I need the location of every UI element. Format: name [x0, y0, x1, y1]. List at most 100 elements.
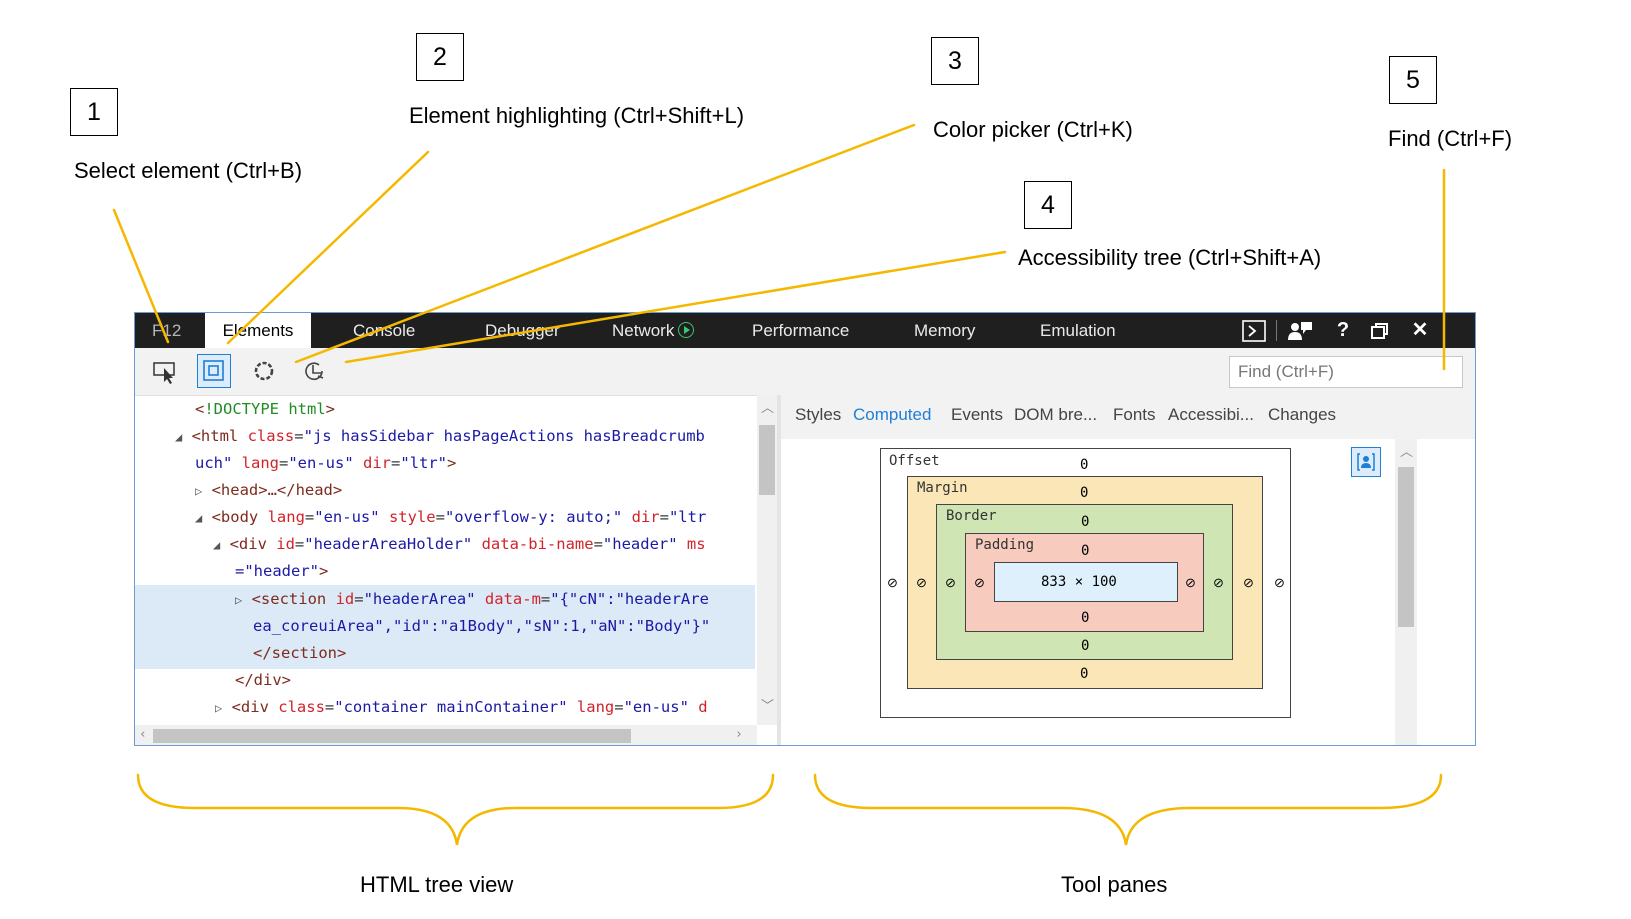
box-model-margin-right: ⊘ — [1243, 575, 1254, 590]
box-model-margin-left: ⊘ — [916, 575, 927, 590]
box-model-border-right: ⊘ — [1213, 575, 1224, 590]
color-picker-icon[interactable] — [247, 354, 281, 388]
box-model-offset-right: ⊘ — [1274, 575, 1285, 590]
pane-vertical-scrollbar[interactable]: ︿ — [1395, 439, 1417, 745]
tree-vertical-scrollbar[interactable]: ︿ ﹀ — [757, 395, 777, 725]
feedback-icon[interactable] — [1285, 313, 1315, 348]
collapsed-triangle-icon: ▷ — [195, 484, 203, 498]
expanded-triangle-icon: ◢ — [195, 511, 203, 525]
f12-label: F12 — [152, 321, 182, 340]
tree-line-html-cont[interactable]: uch" lang="en-us" dir="ltr"> — [195, 454, 457, 472]
box-model-padding-right: ⊘ — [1185, 575, 1196, 590]
scroll-left-arrow-icon[interactable]: ‹ — [139, 727, 147, 742]
collapsed-triangle-icon: ▷ — [235, 593, 243, 607]
console-prompt-icon[interactable] — [1239, 313, 1269, 348]
selected-node-highlight — [135, 585, 755, 669]
pane-splitter[interactable] — [777, 395, 781, 745]
callout-number-4: 4 — [1024, 181, 1072, 229]
box-model-padding-bottom: 0 — [1081, 610, 1090, 626]
box-model-border-left: ⊘ — [945, 575, 956, 590]
accessibility-view-icon[interactable] — [1351, 447, 1381, 477]
expanded-triangle-icon: ◢ — [213, 538, 221, 552]
box-model-padding-label: Padding — [975, 537, 1035, 553]
pane-tab-bar: Styles Computed Events DOM bre... Fonts … — [781, 395, 1475, 439]
tab-emulation[interactable]: Emulation — [1040, 321, 1116, 340]
pane-tab-changes[interactable]: Changes — [1268, 405, 1337, 424]
brace-label-html-tree-view: HTML tree view — [360, 872, 514, 897]
brace-left — [136, 773, 775, 846]
box-model-border-label: Border — [946, 508, 997, 524]
tab-debugger[interactable]: Debugger — [485, 321, 560, 340]
tab-network[interactable]: Network — [612, 313, 695, 348]
box-model-content-size: 833 × 100 — [1041, 574, 1117, 590]
element-highlighting-icon[interactable] — [197, 354, 231, 388]
tree-line-head[interactable]: ▷ <head>…</head> — [195, 481, 343, 499]
callout-label-color-picker: Color picker (Ctrl+K) — [933, 117, 1133, 142]
callout-label-select-element: Select element (Ctrl+B) — [74, 158, 303, 183]
box-model-offset-left: ⊘ — [887, 575, 898, 590]
network-record-icon — [678, 321, 695, 338]
box-model-border-top: 0 — [1081, 514, 1090, 530]
tree-horizontal-scrollbar[interactable]: ‹ › — [135, 725, 757, 745]
pane-tab-fonts[interactable]: Fonts — [1113, 405, 1156, 424]
box-model-border-bottom: 0 — [1081, 638, 1090, 654]
tree-line-div-header[interactable]: ◢ <div id="headerAreaHolder" data-bi-nam… — [213, 535, 706, 553]
box-model-margin-label: Margin — [917, 480, 968, 496]
pane-vertical-scroll-thumb[interactable] — [1398, 467, 1414, 627]
tab-elements[interactable]: Elements — [205, 313, 311, 348]
box-model-padding-top: 0 — [1081, 543, 1090, 559]
pane-tab-accessibility[interactable]: Accessibi... — [1168, 405, 1254, 424]
callout-label-find: Find (Ctrl+F) — [1388, 126, 1513, 151]
scroll-up-arrow-icon[interactable]: ︿ — [761, 401, 775, 416]
scroll-right-arrow-icon[interactable]: › — [735, 727, 743, 742]
pane-tab-styles[interactable]: Styles — [795, 405, 842, 424]
pane-tab-computed[interactable]: Computed — [853, 405, 932, 424]
tree-line-div-main[interactable]: ▷ <div class="container mainContainer" l… — [215, 698, 708, 716]
tree-horizontal-scroll-thumb[interactable] — [153, 729, 631, 743]
box-model-padding: Padding 0 0 ⊘ ⊘ 833 × 100 — [965, 533, 1204, 632]
tab-console[interactable]: Console — [353, 321, 416, 340]
box-model-margin-bottom: 0 — [1080, 666, 1089, 682]
undock-icon[interactable] — [1365, 313, 1395, 348]
box-model-padding-left: ⊘ — [974, 575, 985, 590]
pane-scroll-up-arrow-icon[interactable]: ︿ — [1400, 444, 1414, 459]
callout-number-2: 2 — [416, 33, 464, 81]
callout-number-1: 1 — [70, 88, 118, 136]
find-input[interactable]: Find (Ctrl+F) — [1229, 356, 1463, 388]
box-model-offset-label: Offset — [889, 453, 940, 469]
tree-line-html[interactable]: ◢ <html class="js hasSidebar hasPageActi… — [175, 427, 705, 445]
tree-doctype-text: !DOCTYPE html — [204, 400, 326, 418]
box-model-content: 833 × 100 — [994, 562, 1178, 602]
elements-toolbar: Find (Ctrl+F) — [135, 348, 1475, 396]
close-icon[interactable]: ✕ — [1411, 319, 1429, 341]
callout-label-accessibility-tree: Accessibility tree (Ctrl+Shift+A) — [1018, 245, 1322, 270]
collapsed-triangle-icon: ▷ — [215, 701, 223, 715]
help-icon[interactable]: ? — [1336, 319, 1350, 341]
tree-line-section-cont[interactable]: ea_coreuiArea","id":"a1Body","sN":1,"aN"… — [253, 617, 711, 635]
scroll-down-arrow-icon[interactable]: ﹀ — [761, 699, 775, 714]
box-model-border: Border 0 0 ⊘ ⊘ Padding 0 0 ⊘ ⊘ 833 × 100 — [936, 504, 1233, 660]
pane-tab-events[interactable]: Events — [951, 405, 1003, 424]
select-element-icon[interactable] — [147, 354, 181, 388]
brace-label-tool-panes: Tool panes — [1061, 872, 1168, 897]
tree-line-body[interactable]: ◢ <body lang="en-us" style="overflow-y: … — [195, 508, 707, 526]
callout-number-3: 3 — [931, 37, 979, 85]
tab-network-label: Network — [612, 321, 675, 340]
tree-line-doctype[interactable]: <!DOCTYPE html> — [195, 400, 336, 418]
html-tree-view: <!DOCTYPE html> ◢ <html class="js hasSid… — [135, 395, 777, 745]
tab-memory[interactable]: Memory — [914, 321, 976, 340]
accessibility-tree-icon[interactable] — [297, 354, 331, 388]
tab-performance[interactable]: Performance — [752, 321, 850, 340]
tool-panes: Styles Computed Events DOM bre... Fonts … — [781, 395, 1475, 745]
tree-line-div-header-cont[interactable]: ="header"> — [235, 562, 329, 580]
brace-right — [813, 773, 1443, 846]
tree-line-section-close[interactable]: </section> — [253, 644, 347, 662]
callout-number-5: 5 — [1389, 56, 1437, 104]
tree-vertical-scroll-thumb[interactable] — [759, 425, 775, 495]
tree-line-div-close[interactable]: </div> — [235, 671, 291, 689]
callout-label-element-highlighting: Element highlighting (Ctrl+Shift+L) — [409, 103, 745, 128]
box-model-offset: Offset 0 ⊘ ⊘ Margin 0 0 ⊘ ⊘ Border 0 0 ⊘… — [880, 448, 1291, 718]
pane-tab-dom-breakpoints[interactable]: DOM bre... — [1014, 405, 1098, 424]
box-model-margin: Margin 0 0 ⊘ ⊘ Border 0 0 ⊘ ⊘ Padding 0 … — [907, 476, 1263, 689]
tree-line-section[interactable]: ▷ <section id="headerArea" data-m="{"cN"… — [235, 590, 709, 608]
